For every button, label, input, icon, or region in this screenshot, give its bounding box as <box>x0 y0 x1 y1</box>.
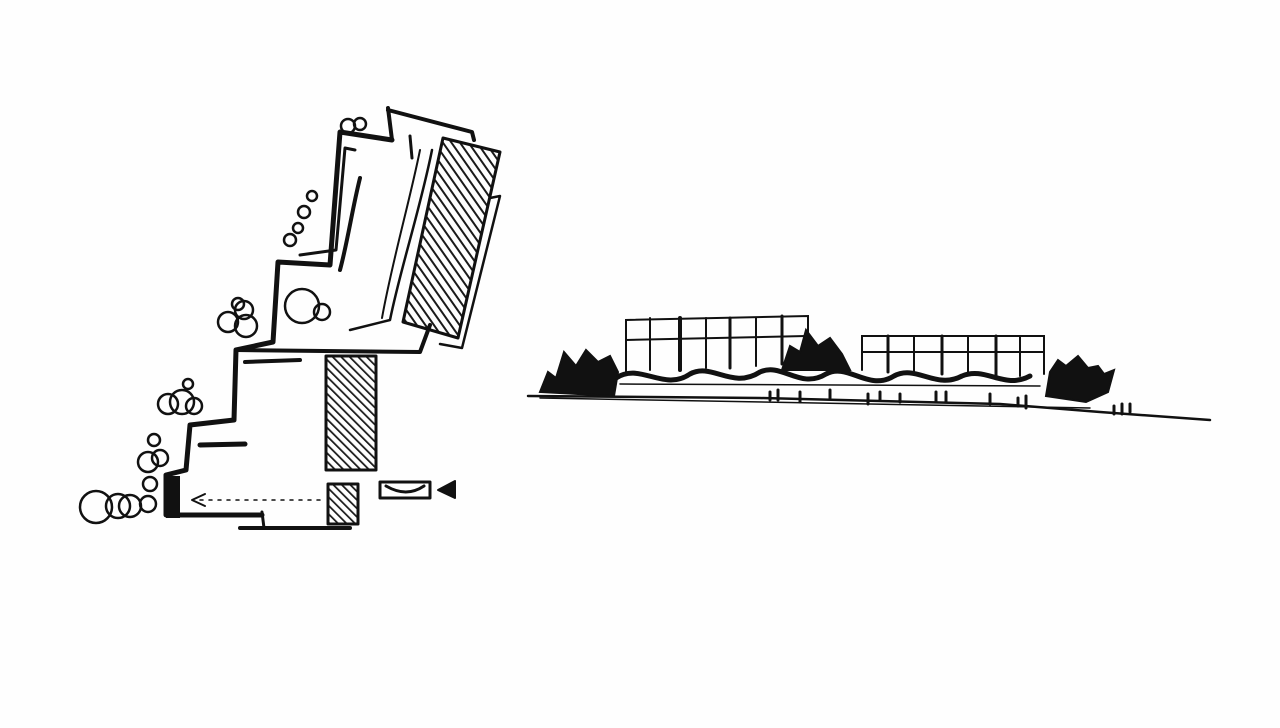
building-left <box>625 314 809 373</box>
wavy-canopy <box>613 367 1033 384</box>
tree-cluster-left <box>538 348 620 398</box>
tree-cluster-right <box>1044 354 1116 404</box>
hatched-small-block <box>326 482 360 526</box>
people-figures <box>768 388 1132 416</box>
building-right <box>861 334 1045 378</box>
tree-cluster-middle <box>780 327 852 371</box>
site-plan-sketch <box>78 106 502 530</box>
car-sketch <box>378 480 432 500</box>
hatched-building-upper <box>401 136 502 340</box>
ground-line <box>526 394 1212 422</box>
elevation-sketch <box>526 314 1212 422</box>
tree-circles <box>78 116 368 525</box>
dark-entry-block <box>166 476 180 518</box>
hatched-building-lower <box>324 354 378 472</box>
